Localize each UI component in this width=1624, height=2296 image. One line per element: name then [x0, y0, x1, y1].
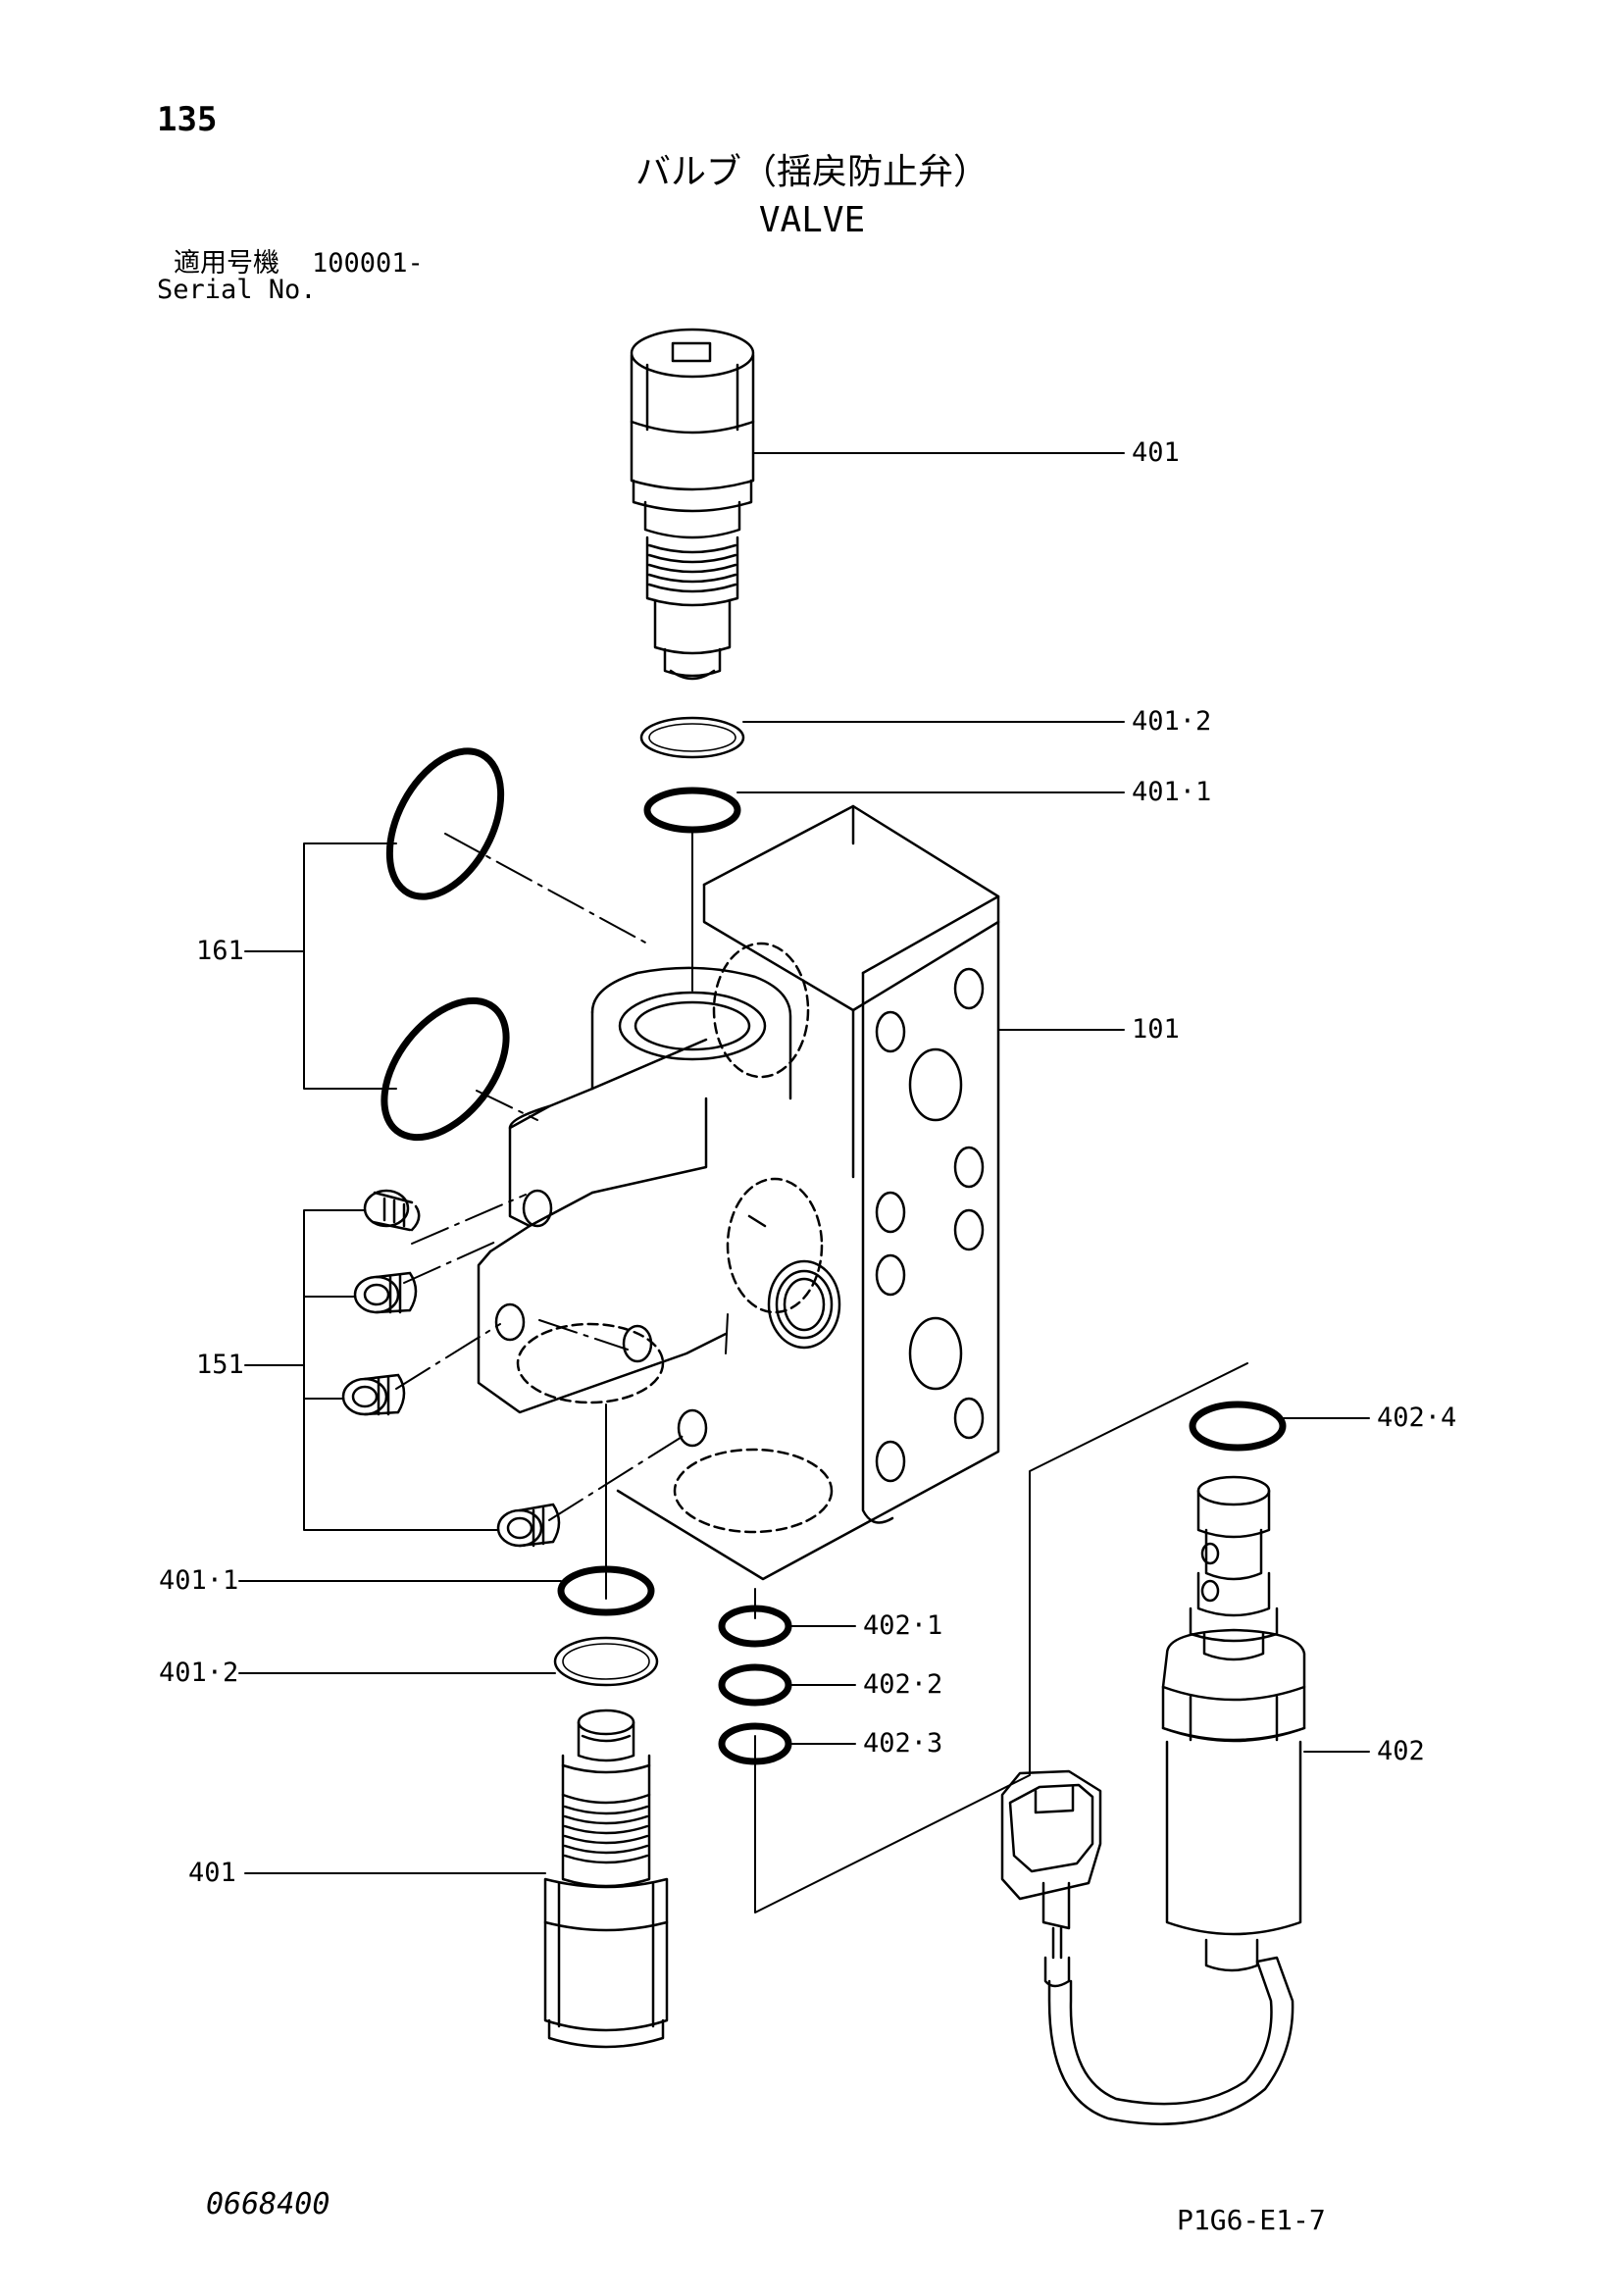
serial-label-japanese: 適用号機: [174, 248, 279, 279]
solenoid-valve-402: [1161, 1475, 1306, 1972]
callout-402-1: 402·1: [863, 1610, 942, 1641]
o-ring-401-1-top: [643, 787, 741, 834]
o-ring-402-2: [718, 1663, 792, 1707]
serial-label-english: Serial No.: [157, 275, 317, 305]
callout-402-3: 402·3: [863, 1728, 942, 1759]
plug-151-d: [496, 1503, 561, 1548]
plug-151-a: [363, 1189, 421, 1232]
o-ring-402-4: [1189, 1401, 1287, 1452]
callout-401-1-bottom: 401·1: [159, 1565, 238, 1596]
callout-401-1-top: 401·1: [1132, 777, 1211, 807]
callout-401-bottom: 401: [188, 1858, 236, 1888]
plug-151-b: [353, 1271, 418, 1314]
o-ring-161-upper: [385, 747, 505, 900]
page-code: P1G6-E1-7: [1177, 2204, 1326, 2236]
plug-151-c: [341, 1373, 406, 1416]
document-number: 0668400: [206, 2187, 330, 2221]
backup-ring-401-2-top-inner: [648, 723, 736, 752]
callout-101: 101: [1132, 1014, 1180, 1045]
callout-401-top: 401: [1132, 437, 1180, 468]
backup-ring-401-2-top: [639, 716, 745, 759]
o-ring-161-lower: [381, 996, 510, 1142]
callout-402-4: 402·4: [1377, 1403, 1456, 1433]
title-japanese: バルブ（揺戻防止弁）: [634, 152, 989, 192]
callout-402-2: 402·2: [863, 1669, 942, 1700]
solenoid-connector-and-cable: [1000, 1769, 1294, 2125]
assembly-lines: [395, 833, 729, 1521]
page-number: 135: [157, 100, 218, 139]
plugs-151: [341, 1189, 561, 1548]
valve-block-101: [477, 804, 1000, 1581]
valve-cartridge-401-bottom: [543, 1709, 669, 2049]
callout-401-2-bottom: 401·2: [159, 1658, 238, 1688]
valve-cartridge-401-top: [630, 328, 755, 681]
backup-ring-401-2-bottom: [553, 1636, 659, 1687]
callout-151: 151: [196, 1350, 244, 1380]
o-ring-401-1-bottom: [557, 1565, 655, 1616]
callout-402: 402: [1377, 1736, 1425, 1766]
serial-value: 100001-: [312, 248, 424, 279]
callout-401-2-top: 401·2: [1132, 706, 1211, 737]
callout-161: 161: [196, 936, 244, 966]
callout-leaders: [238, 452, 1370, 1874]
title-english: VALVE: [758, 200, 866, 240]
backup-ring-401-2-bottom-inner: [562, 1643, 650, 1680]
